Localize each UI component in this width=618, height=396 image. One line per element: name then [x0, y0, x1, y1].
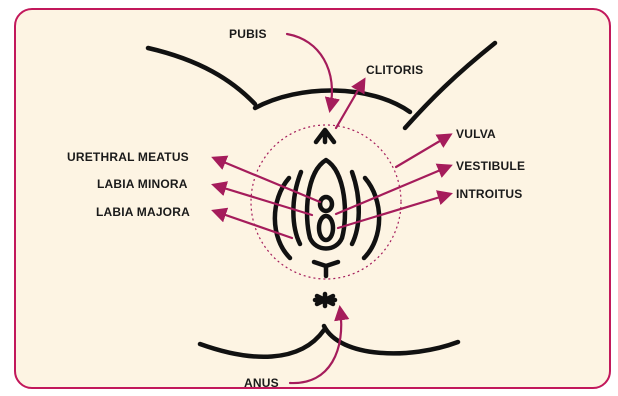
posterior-fourchette	[314, 262, 338, 276]
label-vestibule: VESTIBULE	[456, 159, 525, 173]
label-clitoris: CLITORIS	[366, 63, 423, 77]
arrow-anus	[290, 308, 341, 383]
label-vulva: VULVA	[456, 127, 496, 141]
left-thigh-outline	[148, 48, 255, 104]
labia-majora-left	[275, 178, 290, 258]
introitus-shape	[319, 216, 333, 240]
label-urethral-meatus: URETHRAL MEATUS	[67, 150, 189, 164]
anus-mark	[315, 294, 335, 306]
label-pubis: PUBIS	[229, 27, 267, 41]
arrow-urethral-meatus	[214, 158, 320, 202]
arrow-pubis	[287, 34, 332, 110]
left-buttock-outline	[200, 330, 324, 357]
label-anus: ANUS	[244, 376, 279, 390]
label-labia-minora: LABIA MINORA	[97, 177, 188, 191]
urethral-meatus-shape	[320, 197, 332, 211]
right-thigh-outline	[405, 43, 495, 128]
labia-majora-left-inner	[293, 172, 301, 244]
arrow-clitoris	[336, 80, 364, 128]
arrow-vulva	[396, 135, 450, 167]
arrow-labia-majora	[214, 211, 292, 238]
labia-minora	[307, 160, 345, 249]
label-introitus: INTROITUS	[456, 187, 522, 201]
label-labia-majora: LABIA MAJORA	[96, 205, 190, 219]
arrow-introitus	[338, 194, 450, 228]
right-buttock-outline	[324, 326, 458, 353]
clitoral-hood	[316, 130, 334, 142]
